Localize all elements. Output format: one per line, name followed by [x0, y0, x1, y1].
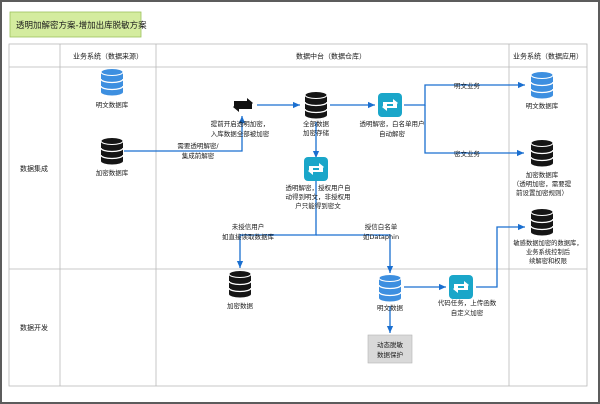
app-sensitive-database-icon [530, 207, 554, 237]
app-sensitive-label-1: 敏感数据加密的数据库， [513, 238, 582, 247]
swimlane-grid [8, 43, 588, 387]
auth-label-2: 动得到明文，非授权用 [286, 192, 351, 201]
column-header-app: 业务系统（数据应用） [513, 52, 583, 61]
source-enc-db-label: 加密数据库 [96, 168, 129, 177]
row-header-development: 数据开发 [20, 323, 48, 332]
whitelist-label-2: 自动解密 [379, 129, 406, 138]
encrypted-data-database-icon [228, 269, 252, 299]
unauth-label-1: 未授信用户 [232, 222, 265, 231]
unauth-label-2: 如直接读取数据库 [222, 232, 275, 241]
cipher-biz-label: 密文业务 [454, 149, 481, 158]
encrypted-data-label: 加密数据 [227, 301, 254, 310]
warehouse-database-icon [304, 90, 328, 120]
app-enc-db-label-3: 前设置加密规则） [516, 188, 568, 197]
app-enc-db-label-2: （透明加密，需要提 [513, 179, 572, 188]
app-enc-database-icon [530, 138, 554, 168]
arrow-to-cipher-biz [424, 105, 524, 157]
app-sensitive-label-2: 业务系统控制后 [526, 247, 570, 256]
warehouse-label-1: 全部数据 [303, 119, 330, 128]
column-header-source: 业务系统（数据来源） [73, 52, 143, 61]
app-enc-db-label-1: 加密数据库 [526, 170, 559, 179]
row-header-integration: 数据集成 [20, 164, 48, 173]
whitelist-label-1: 透明解密，白名单用户 [360, 119, 425, 128]
arrow-to-enc-data [236, 181, 317, 268]
arrow-to-plain-data [316, 234, 394, 273]
app-plain-database-icon [530, 70, 554, 100]
trusted-label-1: 授信白名单 [365, 222, 398, 231]
auth-label-3: 户只能得到密文 [295, 201, 341, 210]
need-decrypt-label-1: 需要透明解密/ [177, 141, 219, 150]
column-header-middle: 数据中台（数据仓库） [296, 52, 366, 61]
arrow-to-plain-biz [404, 81, 525, 106]
auth-decrypt-icon [304, 157, 328, 181]
dynamic-mask-box [367, 334, 413, 364]
dynamic-mask-label-2: 数据保护 [377, 350, 403, 359]
source-enc-database-icon [100, 136, 124, 166]
diagram-title: 透明加解密方案-增加出库脱敏方案 [16, 20, 147, 31]
arrow-encdb-to-encrypt [124, 116, 246, 152]
warehouse-label-2: 加密存储 [303, 128, 330, 137]
title-box [9, 11, 142, 38]
auth-label-1: 透明解密，授权用户自 [286, 183, 351, 192]
plain-data-label: 明文数据 [377, 303, 404, 312]
plain-biz-label: 明文业务 [454, 81, 481, 90]
app-plain-db-label: 明文数据库 [526, 101, 559, 110]
dynamic-mask-label-1: 动态脱敏 [377, 340, 404, 349]
arrow-code-to-app [476, 223, 525, 288]
code-task-label-1: 代码任务，上传函数 [438, 298, 497, 307]
source-plain-db-label: 明文数据库 [96, 100, 129, 109]
code-task-icon [449, 275, 473, 299]
source-plain-database-icon [100, 67, 124, 97]
whitelist-decrypt-icon [378, 93, 402, 117]
trusted-label-2: 如Dataphin [363, 232, 399, 241]
need-decrypt-label-2: 集成前解密 [182, 151, 215, 160]
code-task-label-2: 自定义加密 [451, 308, 484, 317]
app-sensitive-label-3: 续解密和权限 [529, 256, 567, 265]
enable-encryption-label-1: 提前开启透明加密， [211, 119, 270, 128]
plain-data-database-icon [378, 273, 402, 303]
enable-encryption-label-2: 入库数据全部被加密 [211, 129, 270, 138]
